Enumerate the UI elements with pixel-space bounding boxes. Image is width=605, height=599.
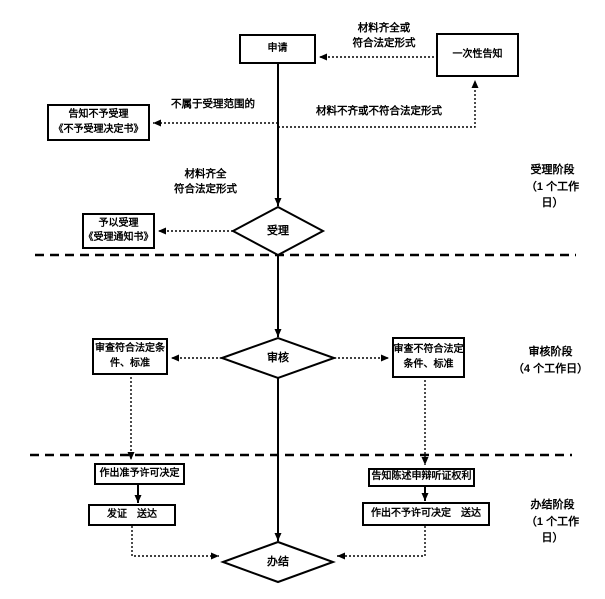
node-grant-decision: 作出准予许可决定 (94, 463, 185, 485)
edge-deny-to-finish (337, 526, 426, 560)
edge-label-complete-legal-form: 材料齐全 符合法定形式 (174, 168, 237, 195)
stage-label-finish: 办结阶段 （1 个工作 日） (525, 499, 580, 544)
edge-label-complete-or-legal-form: 材料齐全或 符合法定形式 (352, 22, 416, 49)
edge-label-not-in-scope: 不属于受理范围的 (171, 98, 255, 110)
node-accept-notice: 予以受理 《受理通知书》 (82, 213, 155, 249)
node-issue-deliver: 发证 送达 (88, 504, 176, 526)
edge-label-incomplete-or-illegal-form: 材料不齐或不符合法定形式 (316, 105, 442, 117)
node-one-time-notice: 一次性告知 (436, 33, 519, 77)
node-notice-rejection: 告知不予受理 《不予受理决定书》 (47, 104, 150, 141)
accept-diamond-shape (230, 205, 326, 257)
node-review-diamond: 审核 (267, 352, 289, 364)
node-review-pass: 审查符合法定条 件、标准 (92, 338, 168, 375)
stage-label-accept: 受理阶段 （1 个工作 日） (525, 164, 580, 209)
node-finish-diamond: 办结 (267, 556, 289, 568)
node-apply: 申请 (239, 34, 316, 64)
finish-diamond-shape (220, 540, 336, 584)
node-hearing-rights: 告知陈述申辩听证权利 (368, 468, 475, 487)
review-diamond-shape (219, 336, 337, 380)
node-deny-decision: 作出不予许可决定 送达 (362, 502, 490, 526)
edge-issue-to-finish (131, 526, 219, 560)
edge-to-one-time-notice (278, 80, 479, 128)
node-review-fail: 审查不符合法定 条件、标准 (392, 337, 465, 378)
stage-label-review: 审核阶段 （4 个工作日） (512, 346, 589, 375)
node-accept-diamond: 受理 (267, 225, 289, 237)
